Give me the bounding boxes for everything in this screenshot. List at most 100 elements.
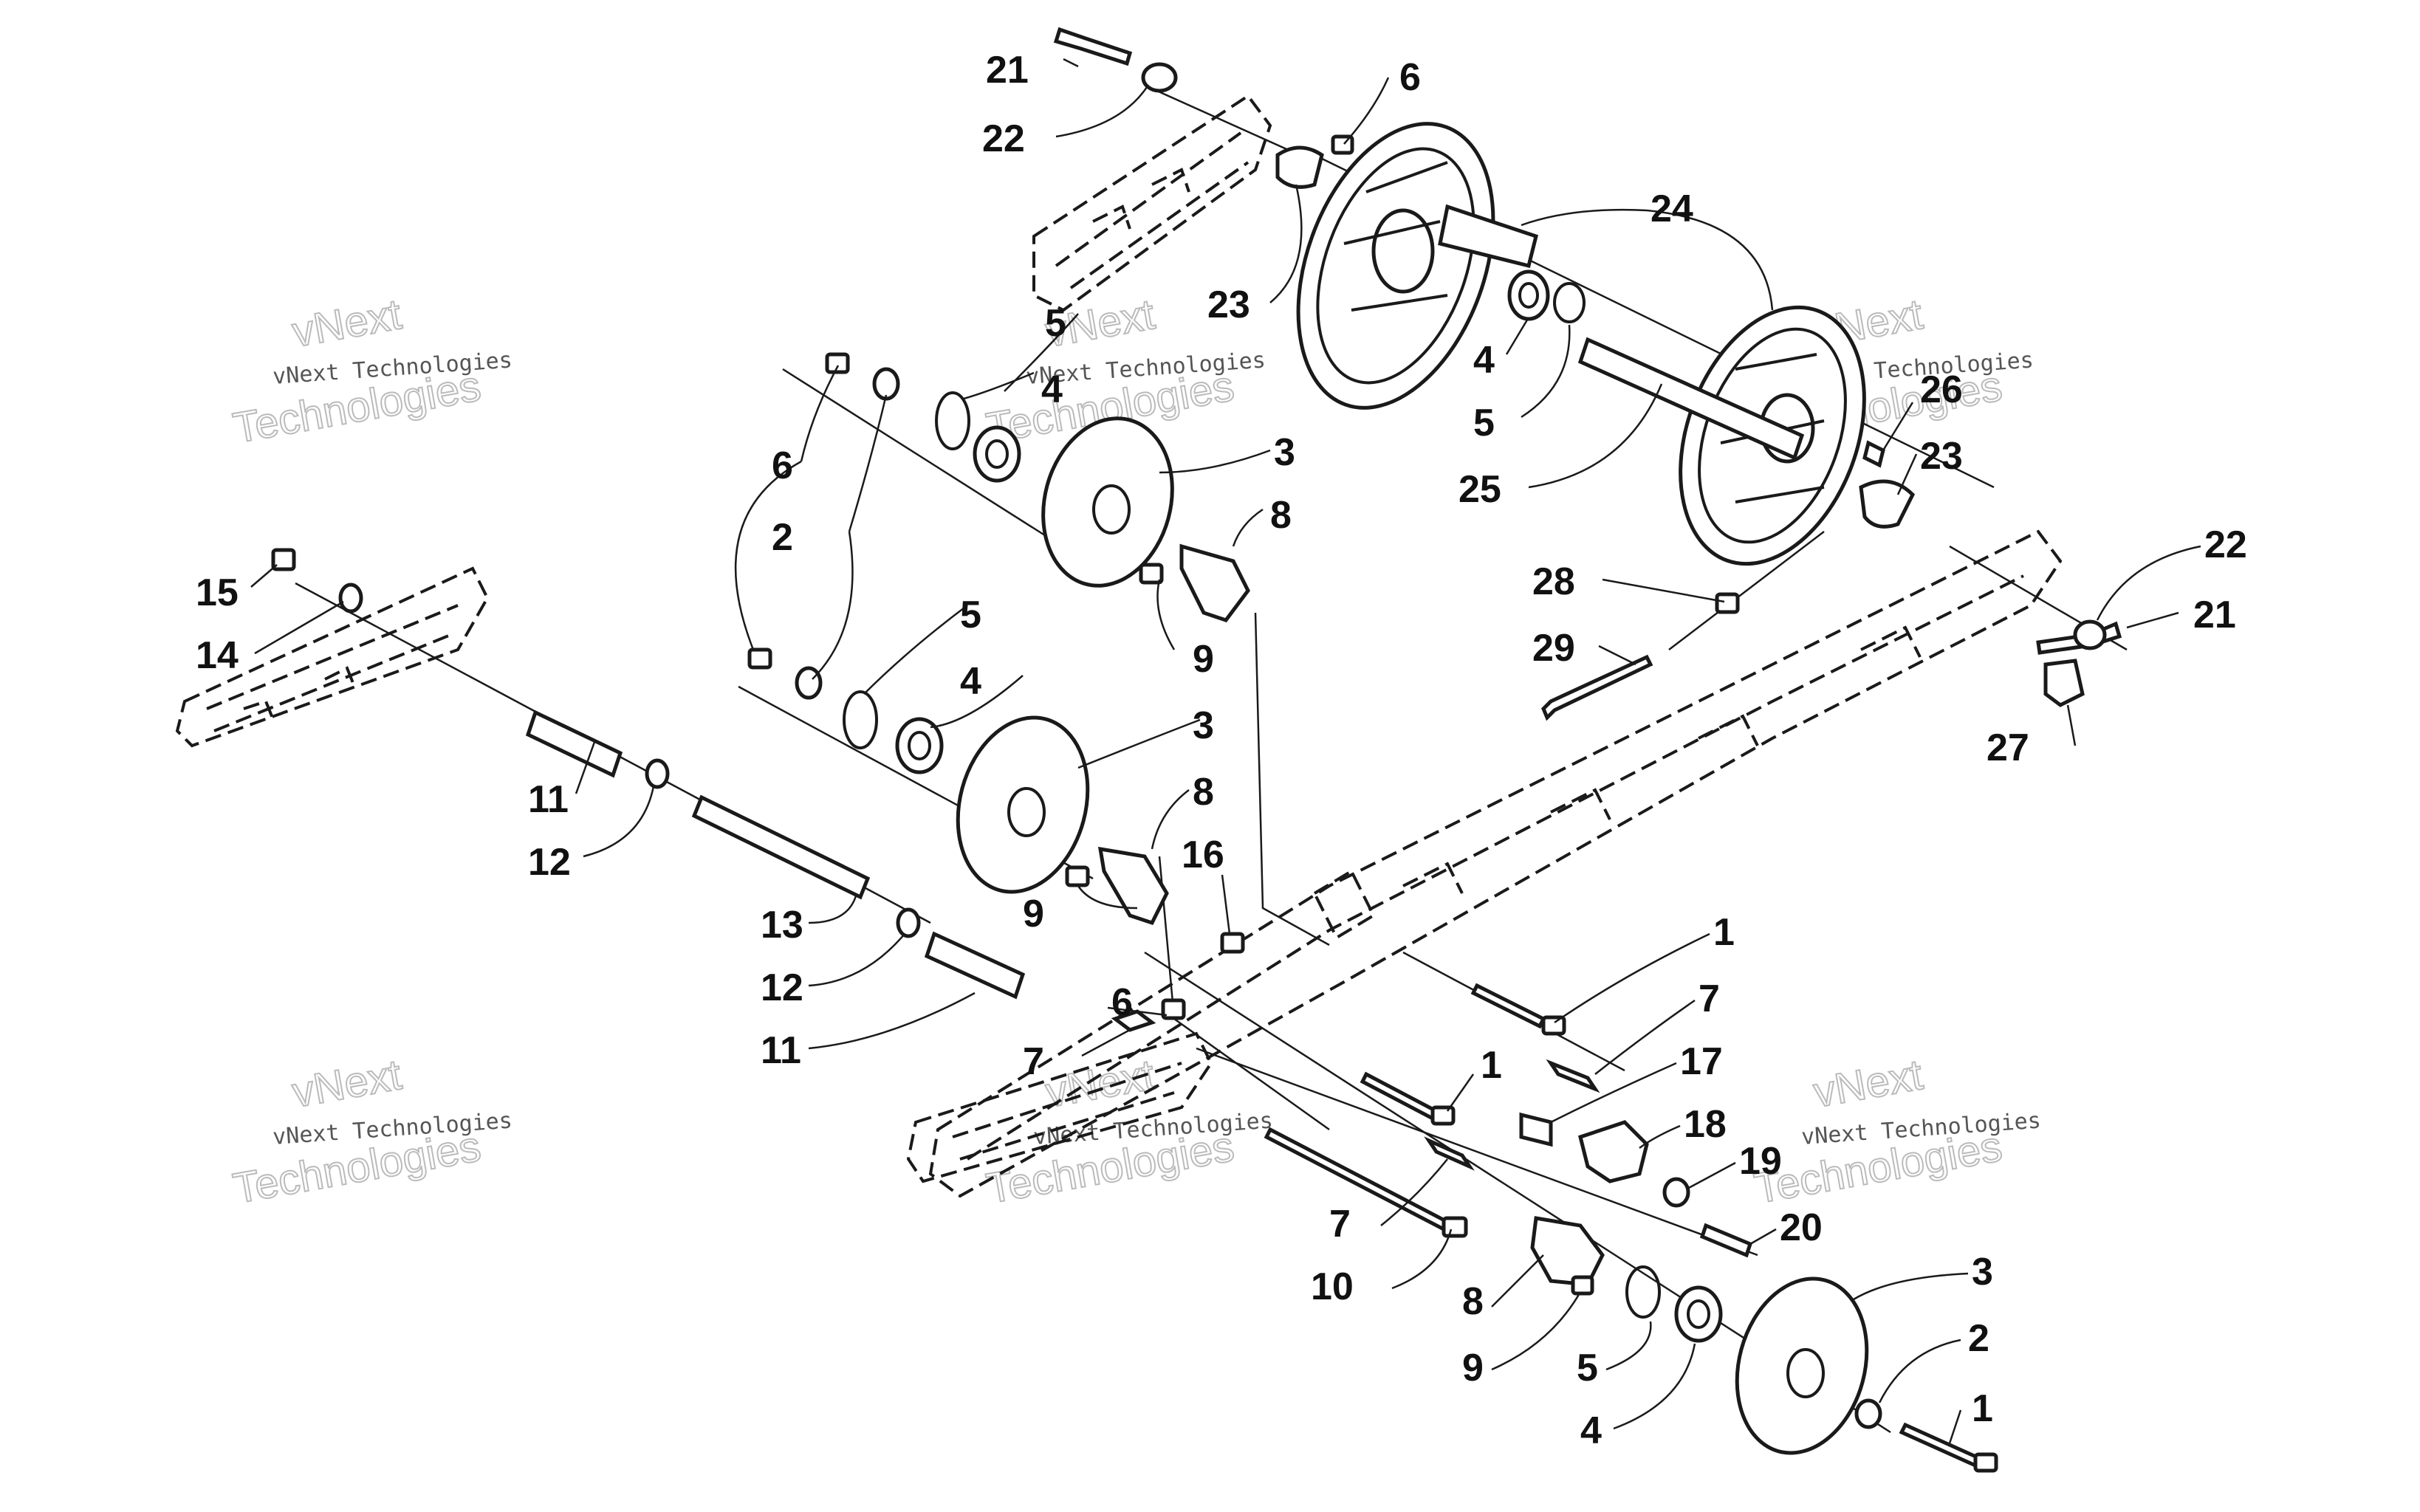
- callouts: 21 22 6 23 24 4 5 25 26 23 28 29 22 21 2…: [196, 49, 2247, 1452]
- bolt-1-mid: [1360, 1071, 1456, 1126]
- callout-2-left: 2: [772, 516, 793, 559]
- callout-21-right: 21: [2193, 594, 2236, 636]
- watermark-large-1: vNext: [289, 1051, 405, 1117]
- callout-12-top: 12: [528, 841, 571, 884]
- shaft-13: [691, 794, 871, 900]
- callout-3-mid: 3: [1193, 704, 1214, 747]
- callout-27: 27: [1987, 726, 2029, 769]
- callout-16: 16: [1182, 834, 1224, 876]
- watermark-large-1: vNext: [1810, 1051, 1926, 1117]
- nut-mid-6: [747, 647, 772, 670]
- callout-8-mid: 8: [1193, 771, 1214, 814]
- watermark-large-1: vNext: [289, 290, 405, 357]
- nut-6-lower: [1161, 998, 1186, 1020]
- callout-22-right: 22: [2204, 523, 2247, 566]
- watermark-top-left: vNext vNext Technologies Technologies: [229, 289, 513, 453]
- long-bolt-10: [1264, 1127, 1468, 1238]
- bracket-8-lower: [1530, 1216, 1605, 1287]
- nut-15: [271, 548, 296, 571]
- bolt-1-top: [1470, 983, 1566, 1036]
- block-27: [2043, 659, 2085, 707]
- bearing-axle-left: [1507, 269, 1550, 321]
- callout-4-wheel: 4: [1473, 339, 1495, 382]
- callout-18: 18: [1684, 1103, 1727, 1146]
- callout-17: 17: [1680, 1040, 1723, 1083]
- callout-7-right: 7: [1699, 977, 1720, 1020]
- bearing-flange-left: [1275, 145, 1324, 189]
- callout-29: 29: [1532, 627, 1575, 670]
- bolt-20: [1699, 1223, 1753, 1258]
- callout-25: 25: [1458, 468, 1501, 511]
- washer-14: [338, 583, 363, 614]
- washer-2-lower: [1854, 1398, 1882, 1429]
- bracket-upper-8: [1179, 543, 1250, 622]
- callout-26: 26: [1920, 368, 1963, 411]
- spacer-17: [1519, 1112, 1553, 1147]
- bearing-4-lower: [1674, 1285, 1723, 1343]
- callout-6-top: 6: [1399, 56, 1421, 99]
- washer-mid-2: [795, 666, 823, 700]
- spacer-28: [1715, 592, 1740, 614]
- retaining-ring-axle: [1553, 282, 1586, 323]
- callout-2-bot: 2: [1968, 1317, 1989, 1360]
- bracket-18: [1578, 1120, 1649, 1183]
- rail-top-left: [1032, 94, 1272, 312]
- callout-1-mid: 1: [1481, 1044, 1502, 1087]
- callout-4-mid: 4: [960, 660, 981, 703]
- callout-11-bot: 11: [761, 1029, 801, 1072]
- ring-12-lower: [896, 907, 921, 938]
- callout-6-mid: 6: [1111, 981, 1133, 1024]
- callout-23-left: 23: [1207, 284, 1250, 326]
- ring-5-lower: [1625, 1265, 1661, 1319]
- callout-14: 14: [196, 634, 239, 677]
- bearing-mid-4: [895, 717, 944, 774]
- watermark-bottom-left: vNext vNext Technologies Technologies: [229, 1050, 513, 1214]
- rail-main: [928, 529, 2063, 1198]
- long-bolt-29: [1541, 654, 1653, 721]
- idler-wheel-lower-3: [1735, 1276, 1869, 1455]
- callout-24: 24: [1651, 188, 1693, 230]
- drive-axle: [1577, 337, 1805, 461]
- bolt-7-right: [1546, 1059, 1600, 1093]
- idler-wheel-upper-3: [1041, 416, 1174, 588]
- callout-5-wheel: 5: [1473, 402, 1495, 444]
- washer-right-22: [2073, 619, 2107, 650]
- leader-lines: [250, 58, 2201, 1444]
- ring-mid-5: [843, 690, 878, 749]
- callout-9-mid: 9: [1023, 893, 1044, 935]
- idler-wheel-mid-3: [956, 715, 1090, 894]
- ring-upper-5: [935, 391, 970, 450]
- rail-left: [175, 566, 490, 748]
- watermark-bottom-right: vNext vNext Technologies Technologies: [1750, 1050, 2042, 1214]
- bearing-upper-4: [973, 425, 1021, 483]
- callout-20: 20: [1780, 1206, 1823, 1249]
- callout-11-top: 11: [528, 778, 569, 821]
- callout-19: 19: [1739, 1140, 1782, 1183]
- callout-12-bot: 12: [761, 966, 803, 1009]
- callout-5-top: 5: [1045, 302, 1066, 345]
- callout-21-top: 21: [986, 49, 1029, 92]
- callout-9-top: 9: [1193, 638, 1214, 681]
- nut-upper-6: [825, 352, 850, 374]
- bolt-7-left: [1111, 1009, 1156, 1032]
- callout-4-bot: 4: [1580, 1409, 1602, 1452]
- callout-13: 13: [761, 904, 803, 946]
- watermark-large-1: vNext: [1042, 1051, 1158, 1117]
- washer-top-22: [1141, 62, 1178, 93]
- callout-3-top: 3: [1274, 431, 1295, 474]
- bearing-flange-right: [1859, 479, 1916, 529]
- ring-12-upper: [645, 758, 670, 789]
- nut-mid-9: [1065, 865, 1090, 887]
- bolt-top-21: [1053, 27, 1133, 66]
- nut-9-lower: [1571, 1275, 1594, 1296]
- callout-7-left: 7: [1023, 1040, 1044, 1083]
- callout-3-bot: 3: [1972, 1251, 1993, 1293]
- callout-28: 28: [1532, 560, 1575, 603]
- bolt-7-bottom: [1424, 1136, 1475, 1171]
- nut-16: [1220, 932, 1245, 954]
- callout-8-top: 8: [1270, 494, 1292, 537]
- callout-22-top: 22: [982, 117, 1025, 160]
- callout-8-bot: 8: [1462, 1280, 1484, 1323]
- washer-upper-2: [872, 367, 900, 401]
